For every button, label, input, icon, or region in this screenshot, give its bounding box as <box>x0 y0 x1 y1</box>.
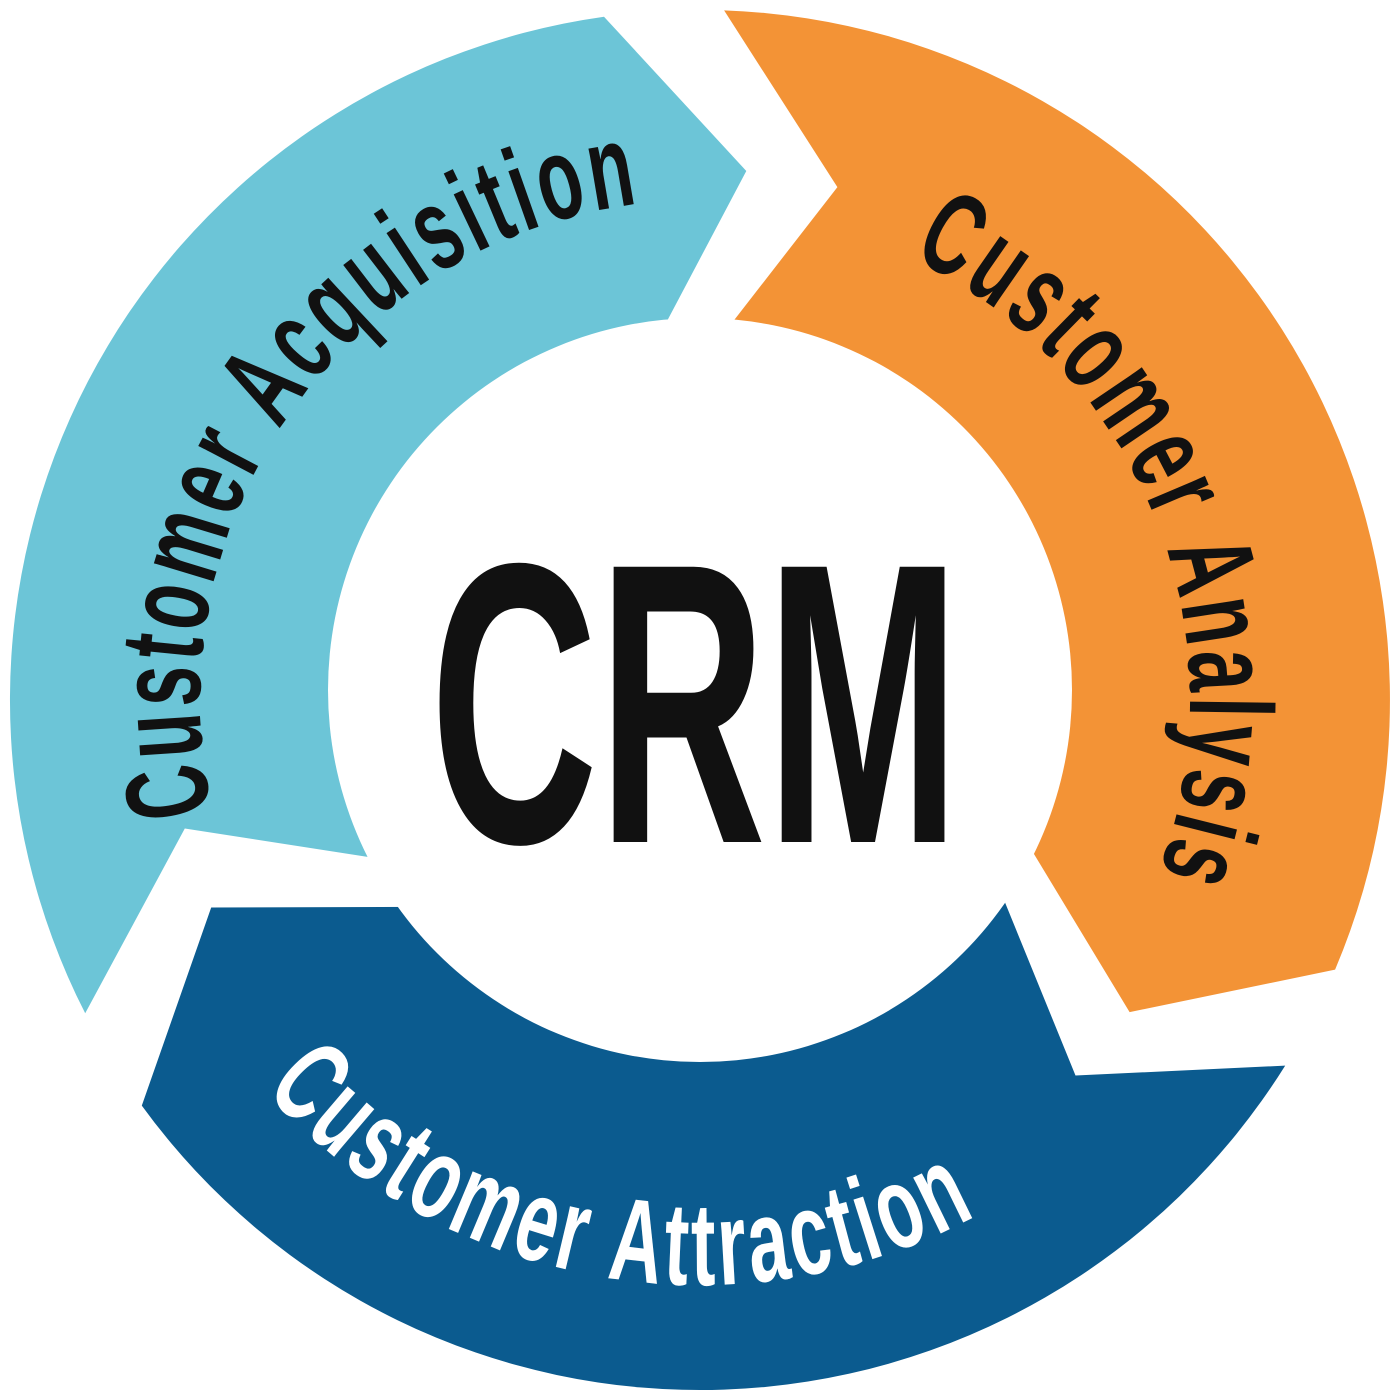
label-char: t <box>662 1177 692 1310</box>
label-char: s <box>93 664 226 708</box>
label-char: t <box>691 1178 716 1310</box>
segment-customer-analysis <box>712 10 1390 1013</box>
center-circle <box>328 318 1072 1062</box>
center-label-crm: CRM <box>430 480 960 927</box>
label-char: a <box>1163 646 1297 695</box>
label-char: l <box>1165 696 1297 718</box>
segment-customer-attraction <box>141 886 1286 1391</box>
label-char: u <box>93 710 228 763</box>
